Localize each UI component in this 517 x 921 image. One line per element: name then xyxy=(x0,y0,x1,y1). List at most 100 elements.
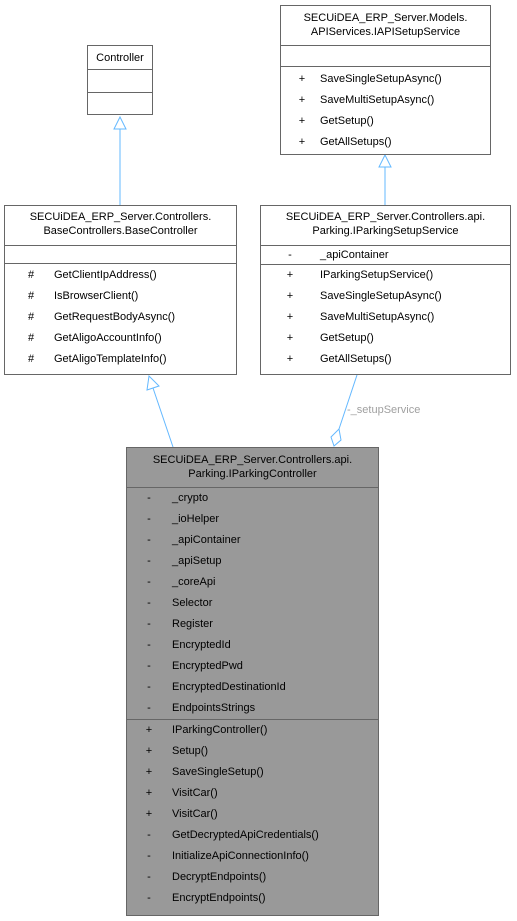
class-title-line: SECUiDEA_ERP_Server.Controllers. xyxy=(29,211,212,223)
visibility-marker: - xyxy=(147,513,151,525)
operation-row: + GetAllSetups() xyxy=(261,349,510,370)
operation-row: + SaveSingleSetup() xyxy=(127,762,378,783)
class-iparkingcontroller[interactable]: SECUiDEA_ERP_Server.Controllers.api. Par… xyxy=(126,447,379,916)
visibility-marker: - xyxy=(147,850,151,862)
class-iapisetupservice[interactable]: SECUiDEA_ERP_Server.Models. APIServices.… xyxy=(280,5,491,155)
operation-name: VisitCar() xyxy=(172,787,218,799)
attribute-row: -EncryptedPwd xyxy=(127,656,378,677)
operation-name: SaveSingleSetupAsync() xyxy=(320,290,442,302)
class-title: SECUiDEA_ERP_Server.Controllers.api. Par… xyxy=(261,206,510,246)
attribute-row: -_apiSetup xyxy=(127,551,378,572)
visibility-marker: - xyxy=(147,871,151,883)
visibility-marker: + xyxy=(286,353,294,365)
operation-name: IsBrowserClient() xyxy=(54,290,139,302)
visibility-marker: + xyxy=(298,94,306,106)
class-basecontroller[interactable]: SECUiDEA_ERP_Server.Controllers. BaseCon… xyxy=(4,205,237,375)
operation-name: GetRequestBodyAsync() xyxy=(54,311,176,323)
attribute-name: _ioHelper xyxy=(172,513,220,525)
attribute-name: _apiSetup xyxy=(172,555,222,567)
attributes-section: - _apiContainer xyxy=(261,246,510,265)
attributes-section: -_crypto-_ioHelper-_apiContainer-_apiSet… xyxy=(127,488,378,720)
visibility-marker: + xyxy=(286,269,294,281)
inheritance-edge-basecontroller-controller xyxy=(113,115,127,205)
operation-row: # GetClientIpAddress() xyxy=(5,265,236,286)
operation-name: GetAllSetups() xyxy=(320,136,392,148)
operation-row: # GetAligoAccountInfo() xyxy=(5,328,236,349)
visibility-marker: + xyxy=(145,766,153,778)
operation-row: - GetDecryptedApiCredentials() xyxy=(127,825,378,846)
attribute-row: - _crypto xyxy=(127,488,378,509)
class-title-line: Controller xyxy=(96,52,144,64)
visibility-marker: - xyxy=(147,576,151,588)
operation-row: # GetRequestBodyAsync() xyxy=(5,307,236,328)
visibility-marker: # xyxy=(27,269,35,281)
operation-row: - EncryptEndpoints() xyxy=(127,888,378,909)
class-title: SECUiDEA_ERP_Server.Controllers. BaseCon… xyxy=(5,206,236,246)
attribute-name: Register xyxy=(172,618,213,630)
attributes-section xyxy=(88,70,152,93)
operation-name: SaveMultiSetupAsync() xyxy=(320,94,435,106)
attribute-row: - _ioHelper xyxy=(127,509,378,530)
class-controller[interactable]: Controller xyxy=(87,45,153,115)
operation-row: + Setup() xyxy=(127,741,378,762)
attribute-row: - _apiContainer xyxy=(127,530,378,551)
visibility-marker: + xyxy=(286,332,294,344)
class-iparkingsetupservice[interactable]: SECUiDEA_ERP_Server.Controllers.api. Par… xyxy=(260,205,511,375)
visibility-marker: - xyxy=(147,492,151,504)
operation-name: GetSetup() xyxy=(320,115,374,127)
attribute-row: -EndpointsStrings xyxy=(127,698,378,719)
operation-name: EncryptEndpoints() xyxy=(172,892,266,904)
attributes-section xyxy=(281,46,490,67)
visibility-marker: # xyxy=(27,311,35,323)
visibility-marker: - xyxy=(147,660,151,672)
operation-name: SaveSingleSetupAsync() xyxy=(320,73,442,85)
attribute-name: _crypto xyxy=(172,492,209,504)
class-title: SECUiDEA_ERP_Server.Models. APIServices.… xyxy=(281,6,490,46)
inheritance-edge-parkingsetupservice-iapisetupservice xyxy=(378,153,392,205)
operation-row: # IsBrowserClient() xyxy=(5,286,236,307)
operation-name: SaveMultiSetupAsync() xyxy=(320,311,435,323)
operation-row: + VisitCar() xyxy=(127,804,378,825)
visibility-marker: + xyxy=(298,136,306,148)
visibility-marker: + xyxy=(298,73,306,85)
operation-row: + GetSetup() xyxy=(281,111,490,132)
attribute-name: _apiContainer xyxy=(172,534,241,546)
operation-name: GetDecryptedApiCredentials() xyxy=(172,829,319,841)
visibility-marker: + xyxy=(145,745,153,757)
class-title: SECUiDEA_ERP_Server.Controllers.api. Par… xyxy=(127,448,378,488)
visibility-marker: + xyxy=(145,724,153,736)
class-title-line: BaseControllers.BaseController xyxy=(43,225,198,237)
visibility-marker: - xyxy=(147,534,151,546)
operation-name: GetClientIpAddress() xyxy=(54,269,157,281)
class-title: Controller xyxy=(88,46,152,70)
visibility-marker: # xyxy=(27,290,35,302)
class-title-line: SECUiDEA_ERP_Server.Controllers.api. xyxy=(285,211,486,223)
attributes-section xyxy=(5,246,236,264)
operation-name: GetAllSetups() xyxy=(320,353,392,365)
operations-section: + SaveSingleSetupAsync() + SaveMultiSetu… xyxy=(281,67,490,153)
visibility-marker: - xyxy=(288,249,292,261)
operations-section: + IParkingSetupService() + SaveSingleSet… xyxy=(261,265,510,370)
operation-name: GetAligoTemplateInfo() xyxy=(54,353,167,365)
visibility-marker: + xyxy=(298,115,306,127)
operation-name: SaveSingleSetup() xyxy=(172,766,264,778)
visibility-marker: - xyxy=(147,829,151,841)
visibility-marker: - xyxy=(147,892,151,904)
operation-row: +VisitCar() xyxy=(127,783,378,804)
visibility-marker: + xyxy=(145,808,153,820)
operation-name: Setup() xyxy=(172,745,209,757)
visibility-marker: - xyxy=(147,618,151,630)
operation-row: + SaveSingleSetupAsync() xyxy=(261,286,510,307)
visibility-marker: + xyxy=(286,311,294,323)
operation-name: DecryptEndpoints() xyxy=(172,871,267,883)
operation-name: VisitCar() xyxy=(172,808,218,820)
operation-row: + GetAllSetups() xyxy=(281,132,490,153)
operation-row: +IParkingController() xyxy=(127,720,378,741)
attribute-row: -Selector xyxy=(127,593,378,614)
visibility-marker: - xyxy=(147,702,151,714)
operations-section: +IParkingController()+Setup()+SaveSingle… xyxy=(127,720,378,909)
operation-row: + SaveSingleSetupAsync() xyxy=(281,69,490,90)
attribute-row: -EncryptedDestinationId xyxy=(127,677,378,698)
operations-section: # GetClientIpAddress() # IsBrowserClient… xyxy=(5,264,236,370)
operation-name: IParkingSetupService() xyxy=(320,269,434,281)
